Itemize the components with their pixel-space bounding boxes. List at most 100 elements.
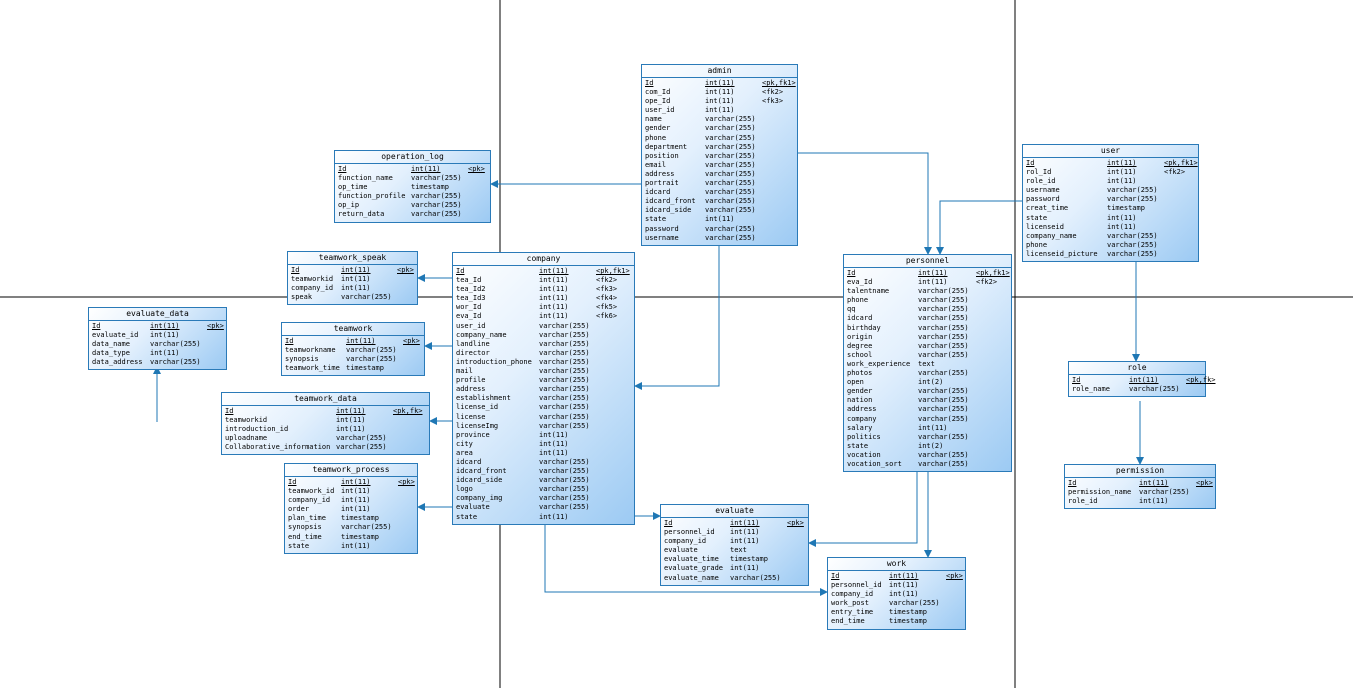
column-name: introduction_phone [456, 357, 532, 366]
column-name: wor_Id [456, 303, 482, 312]
column-type: int(11) [341, 284, 371, 293]
column-name: Id [847, 269, 856, 277]
column-name: tea_Id [456, 276, 482, 285]
column-name: company_id [664, 537, 707, 546]
column-name: state [645, 215, 667, 224]
column-name: idcard [456, 457, 482, 466]
column-name: phone [645, 133, 667, 142]
column-type: int(2) [918, 378, 944, 387]
table-title: teamwork [282, 323, 424, 336]
column-key: <fk3> [596, 285, 618, 294]
column-type: varchar(255) [705, 169, 756, 178]
column-type: int(11) [730, 537, 760, 546]
column-type: varchar(255) [150, 340, 201, 349]
table-title: evaluate_data [89, 308, 226, 321]
column-key: <fk4> [596, 294, 618, 303]
column-name: company_id [831, 590, 874, 599]
column-type: timestamp [341, 532, 379, 541]
column-type: varchar(255) [1107, 240, 1158, 249]
column-name: state [288, 541, 310, 550]
column-name: plan_time [288, 514, 326, 523]
column-type: varchar(255) [705, 179, 756, 188]
column-name: school [847, 350, 873, 359]
column-type: varchar(255) [918, 450, 969, 459]
column-type: varchar(255) [1107, 231, 1158, 240]
relationship-connector [936, 200, 1022, 255]
column-type: varchar(255) [341, 523, 392, 532]
column-type: varchar(255) [705, 206, 756, 215]
column-name: open [847, 378, 864, 387]
column-type: varchar(255) [889, 599, 940, 608]
column-type: int(11) [341, 505, 371, 514]
column-name: Id [831, 572, 840, 580]
column-name: address [847, 405, 877, 414]
column-type: int(11) [150, 322, 180, 330]
column-type: varchar(255) [346, 346, 397, 355]
column-name: uploadname [225, 434, 268, 443]
column-name: end_time [831, 617, 865, 626]
column-type: varchar(255) [539, 457, 590, 466]
column-type: varchar(255) [539, 348, 590, 357]
column-name: state [847, 441, 869, 450]
table-title: teamwork_speak [288, 252, 417, 265]
column-name: work_experience [847, 359, 911, 368]
column-name: username [1026, 186, 1060, 195]
column-name: evaluate [456, 503, 490, 512]
column-name: user_id [645, 106, 675, 115]
column-type: varchar(255) [918, 387, 969, 396]
column-name: teamwork_id [288, 487, 335, 496]
table-title: company [453, 253, 634, 266]
column-name: op_ip [338, 201, 360, 210]
column-name: tea_Id2 [456, 285, 486, 294]
column-name: phone [847, 296, 869, 305]
